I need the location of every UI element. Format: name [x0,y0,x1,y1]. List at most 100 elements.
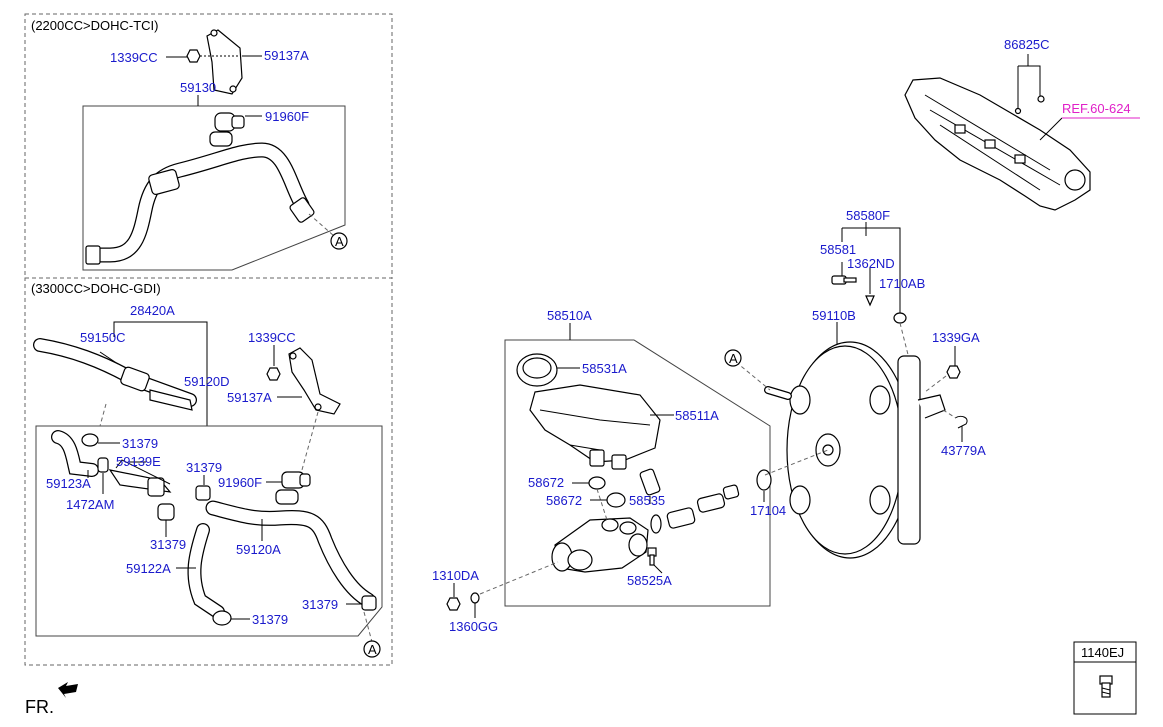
clamp-31379-e [361,595,377,611]
label-59123A: 59123A [46,476,91,491]
label-58531A: 58531A [582,361,627,376]
label-59122A: 59122A [126,561,171,576]
leader-ref [1039,117,1063,141]
clamp-31379-c [157,503,175,521]
leader-dash-grommet [596,488,608,521]
label-1710AB: 1710AB [879,276,925,291]
label-91960F-a: 91960F [265,109,309,124]
label-59120D: 59120D [184,374,230,389]
grommet-58672-b [606,492,626,508]
label-58535: 58535 [629,493,665,508]
check-valve-91960F-bottom [275,471,311,505]
o-ring [650,514,662,534]
leader-59150C [99,351,119,365]
leader-dash-43779A [942,409,957,419]
label-91960F-b: 91960F [218,475,262,490]
front-marker-label: FR. [25,697,54,717]
connector-A-bottom [363,640,381,658]
hose-box-3300cc [35,425,383,637]
label-59139E: 59139E [116,454,161,469]
bolt-58525A [647,547,657,566]
leader-dash-1339GA [924,375,947,393]
label-59130: 59130 [180,80,216,95]
clamp-31379-b [195,485,211,501]
clip-86825C-b [1037,95,1045,103]
leader-58525A [653,564,663,574]
master-cylinder-body [551,517,649,573]
clip-43779A [954,415,968,429]
connector-A-top [330,232,348,250]
label-59137A-b: 59137A [227,390,272,405]
legend-code: 1140EJ [1081,645,1124,660]
label-59137A-a: 59137A [264,48,309,63]
leader-86825C [1017,65,1041,108]
grommet-58672-a [588,476,606,490]
bolt-icon [1099,675,1113,698]
washer-1360GG [470,592,480,604]
label-58580F: 58580F [846,208,890,223]
label-31379-c: 31379 [150,537,186,552]
leader-28420A [113,321,208,426]
pipe-59139E [97,457,172,497]
label-31379-d: 31379 [252,612,288,627]
label-43779A: 43779A [941,443,986,458]
ref-label: REF.60-624 [1062,101,1131,116]
label-59150C: 59150C [80,330,126,345]
clamp-31379-a [81,433,99,447]
nut-1339CC-bottom [266,367,281,381]
label-1339CC-a: 1339CC [110,50,158,65]
pin-58581 [831,275,857,285]
section-3300cc-header: (3300CC>DOHC-GDI) [31,281,161,296]
clip-86825C-a [1014,107,1022,115]
connector-A-right [724,349,742,367]
nut-1339CC-top [186,49,201,63]
label-58581: 58581 [820,242,856,257]
clamp-31379-d [212,610,232,626]
leader-A-top [308,213,335,237]
master-cylinder-box [504,339,771,607]
leader-dash-mc-mount [479,561,559,595]
check-valve-91960F-top [209,112,245,147]
label-1360GG: 1360GG [449,619,498,634]
leader-dash-booster-axis [764,449,829,476]
piston-assembly [666,484,740,529]
label-1472AM: 1472AM [66,497,114,512]
reservoir-cap-58531A [516,353,558,387]
connector-A-right-label: A [729,351,738,366]
label-59110B: 59110B [812,308,856,323]
hose-59150C [33,338,197,411]
label-58510A: 58510A [547,308,592,323]
hose-59122A [187,523,225,619]
connector-A-bottom-label: A [368,642,377,657]
label-31379-a: 31379 [122,436,158,451]
hose-59123A [51,430,99,477]
connector-A-top-label: A [335,234,344,249]
leader-A-bottom [363,611,373,643]
bracket-59137A-bottom [288,347,341,415]
label-28420A: 28420A [130,303,175,318]
hose-59120A [205,500,376,608]
hose-box-59130 [82,105,346,271]
label-31379-b: 31379 [186,460,222,475]
leader-dash-59150C [99,403,107,427]
label-58511A: 58511A [675,408,719,423]
dash-panel-part [904,77,1091,211]
label-1310DA: 1310DA [432,568,479,583]
bracket-59137A-top [200,29,243,95]
nut-1310DA [446,597,461,611]
label-1339GA: 1339GA [932,330,980,345]
label-58672-a: 58672 [528,475,564,490]
label-86825C: 86825C [1004,37,1050,52]
vacuum-hose-2200cc [85,142,315,265]
label-17104: 17104 [750,503,786,518]
reservoir-58511A [529,384,661,470]
label-31379-e: 31379 [302,597,338,612]
gasket-17104 [756,469,772,491]
label-58672-b: 58672 [546,493,582,508]
sensor-58535 [639,468,661,496]
label-59120A: 59120A [236,542,281,557]
nut-1339GA [946,365,961,379]
label-58525A: 58525A [627,573,672,588]
section-2200cc-header: (2200CC>DOHC-TCI) [31,18,159,33]
